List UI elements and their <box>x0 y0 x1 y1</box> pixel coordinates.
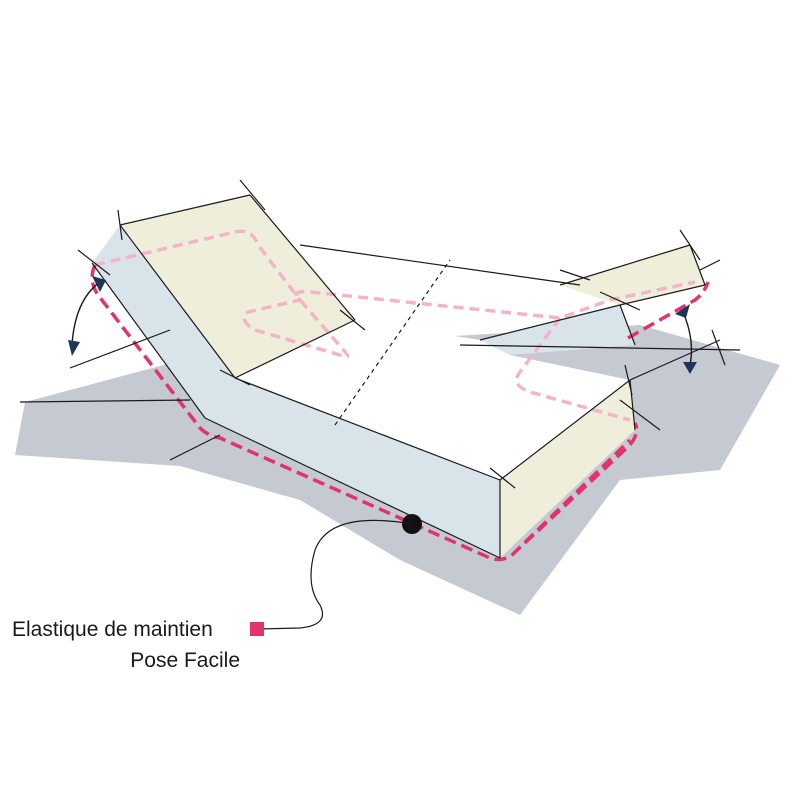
elastic-hidden-path <box>94 229 696 422</box>
side-face-right <box>480 305 635 355</box>
label-pose-facile: Pose Facile <box>130 649 240 672</box>
end-face-raised <box>560 245 705 305</box>
leader-line <box>257 519 413 630</box>
side-face-left <box>92 225 235 418</box>
elastic-visible-path <box>90 264 710 562</box>
curved-double-arrow-icon-right <box>675 304 697 374</box>
side-face-front <box>205 378 500 558</box>
end-face-head <box>120 195 355 378</box>
top-face <box>235 320 630 480</box>
fold-line <box>334 259 451 426</box>
square-marker-icon <box>250 622 264 636</box>
label-elastique: Elastique de maintien <box>12 618 213 641</box>
construction-lines <box>19 179 741 559</box>
end-face-foot <box>500 380 635 558</box>
curved-double-arrow-icon-left <box>68 276 106 356</box>
